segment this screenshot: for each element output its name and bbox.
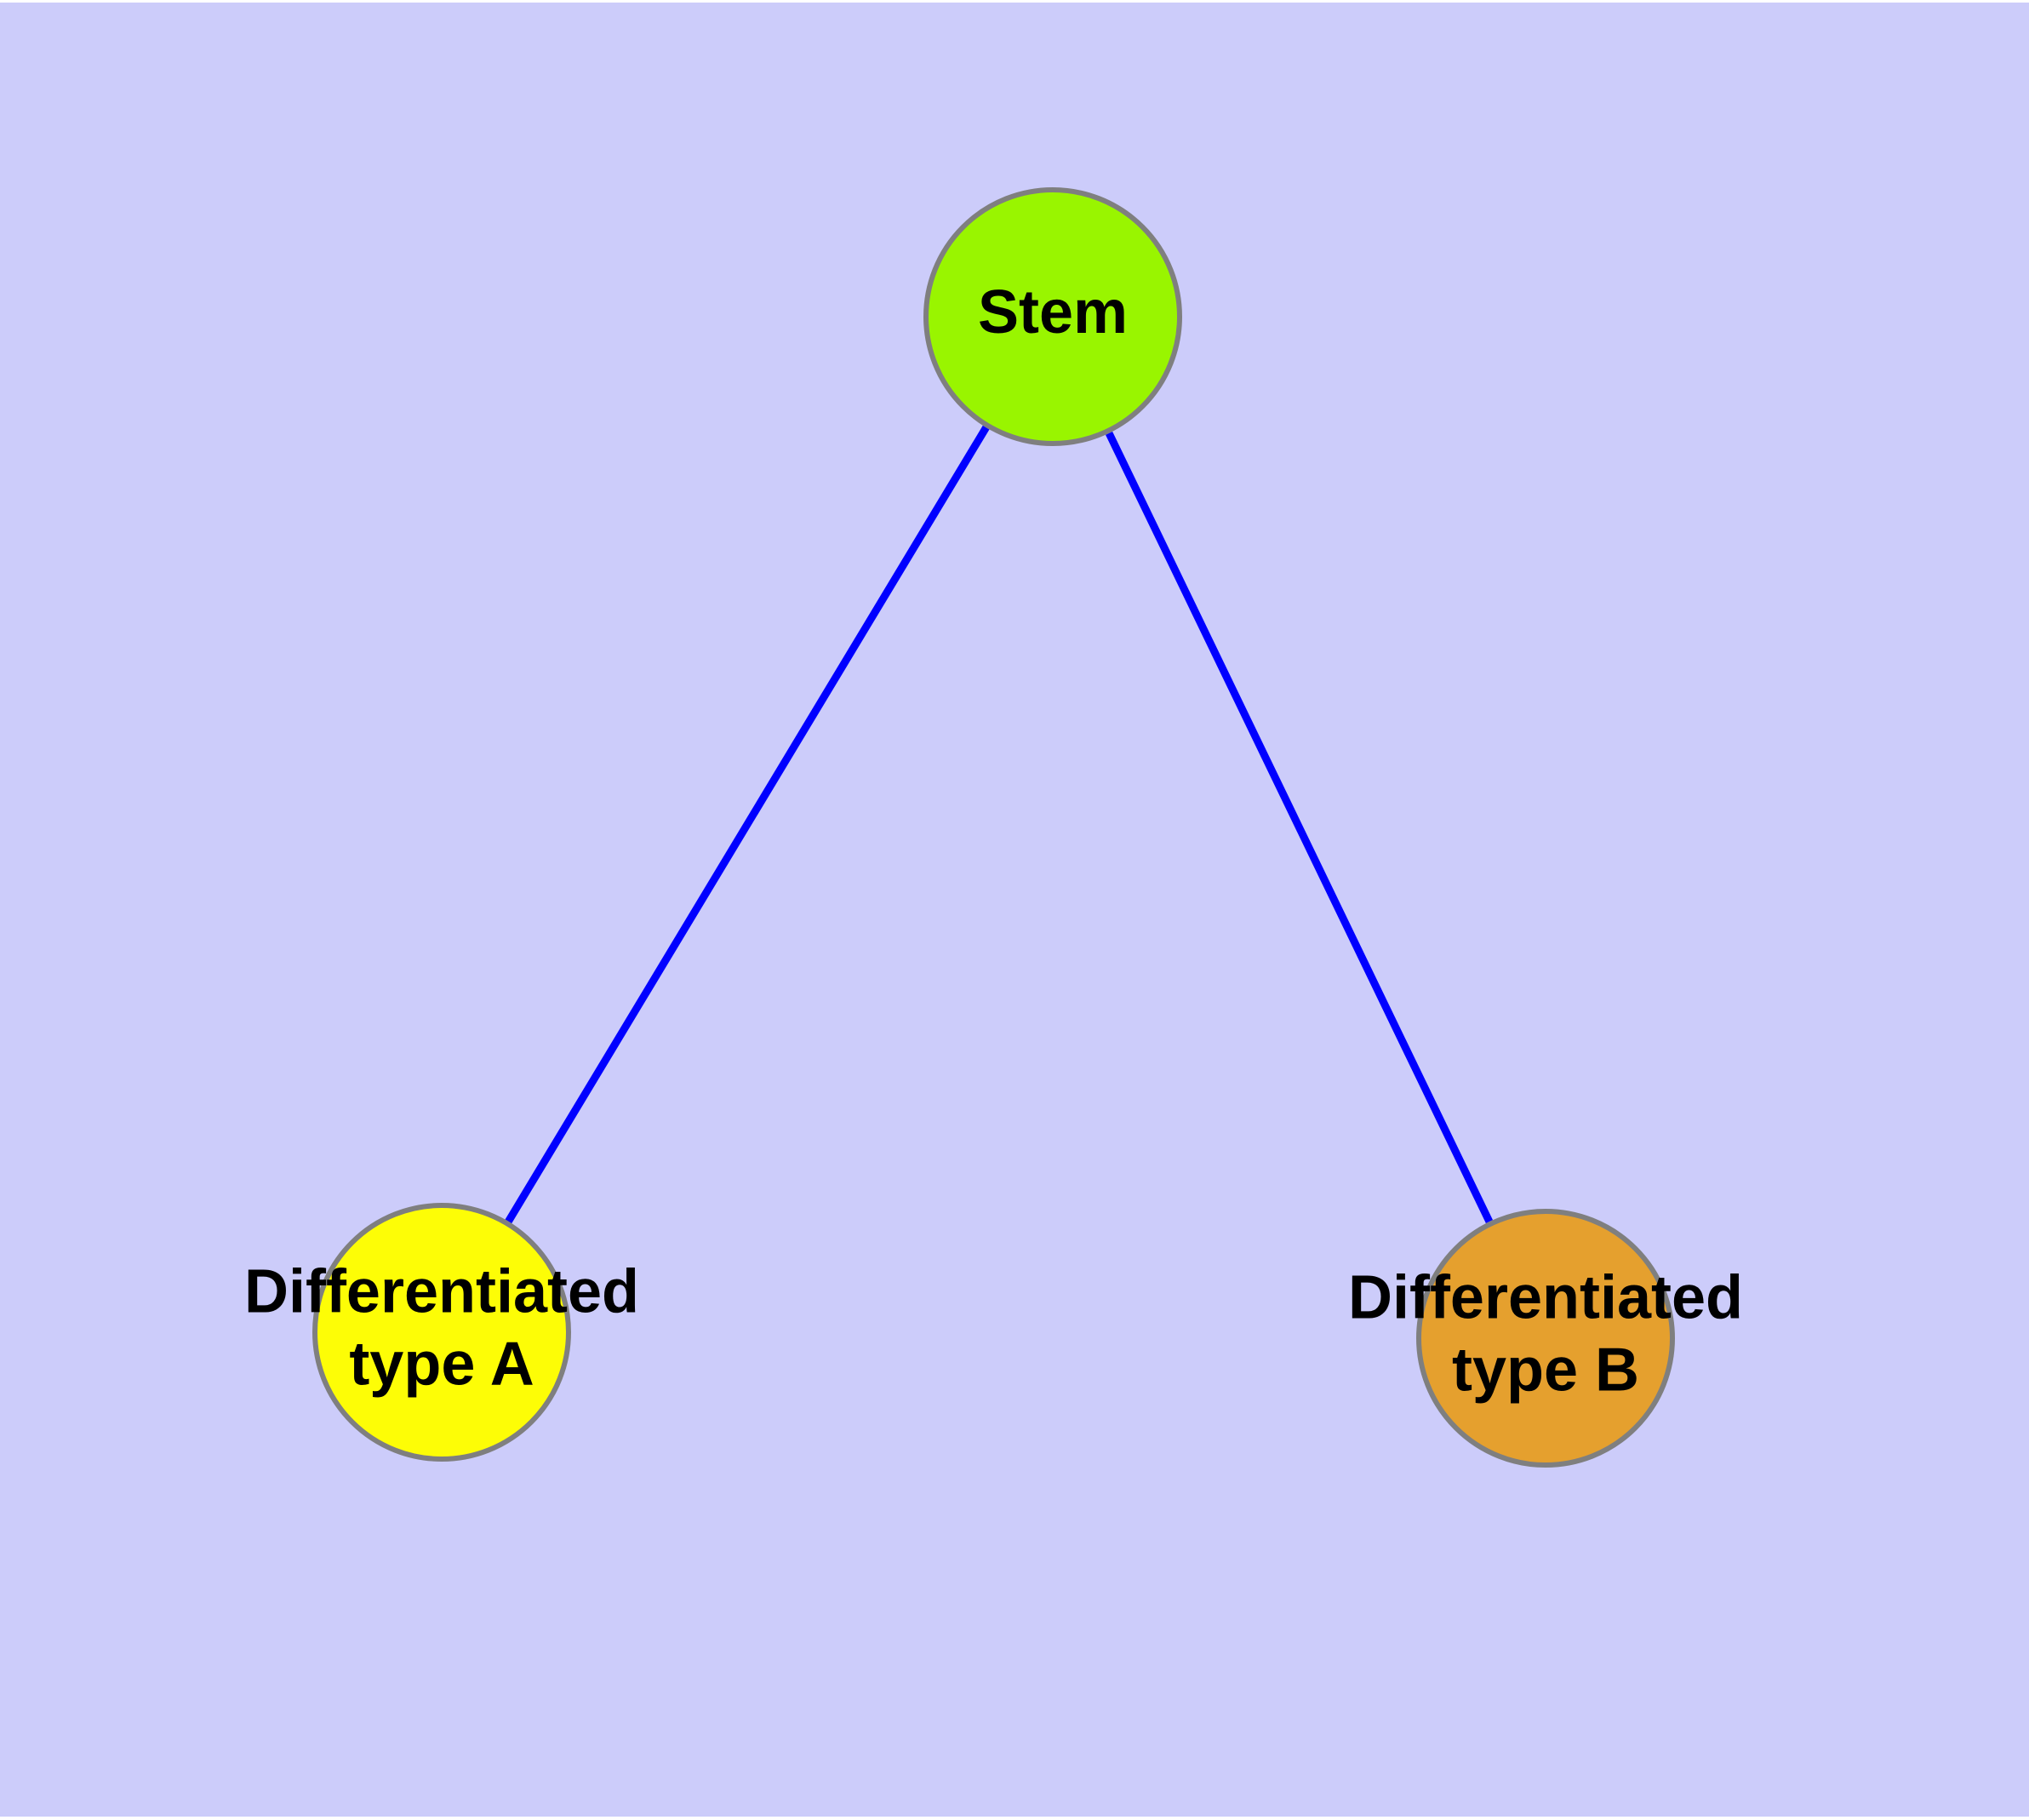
node-label-line: type B	[1452, 1336, 1639, 1404]
node-circle-stem[interactable]	[923, 187, 1182, 446]
edge-stem-diff-a[interactable]	[505, 425, 990, 1224]
graph-node-stem[interactable]: Stem	[923, 187, 1182, 446]
node-circle-diff_b[interactable]	[1416, 1209, 1675, 1468]
node-circle-diff_a[interactable]	[312, 1203, 571, 1462]
edge-stem-diff-b[interactable]	[1106, 431, 1493, 1224]
node-label-line: type A	[349, 1330, 534, 1398]
node-label-stem: Stem	[978, 278, 1128, 346]
node-label-line: Differentiated	[1348, 1264, 1743, 1332]
node-label-line: Differentiated	[244, 1258, 639, 1326]
node-label-line: Stem	[978, 278, 1128, 346]
edges-group	[505, 425, 1493, 1224]
